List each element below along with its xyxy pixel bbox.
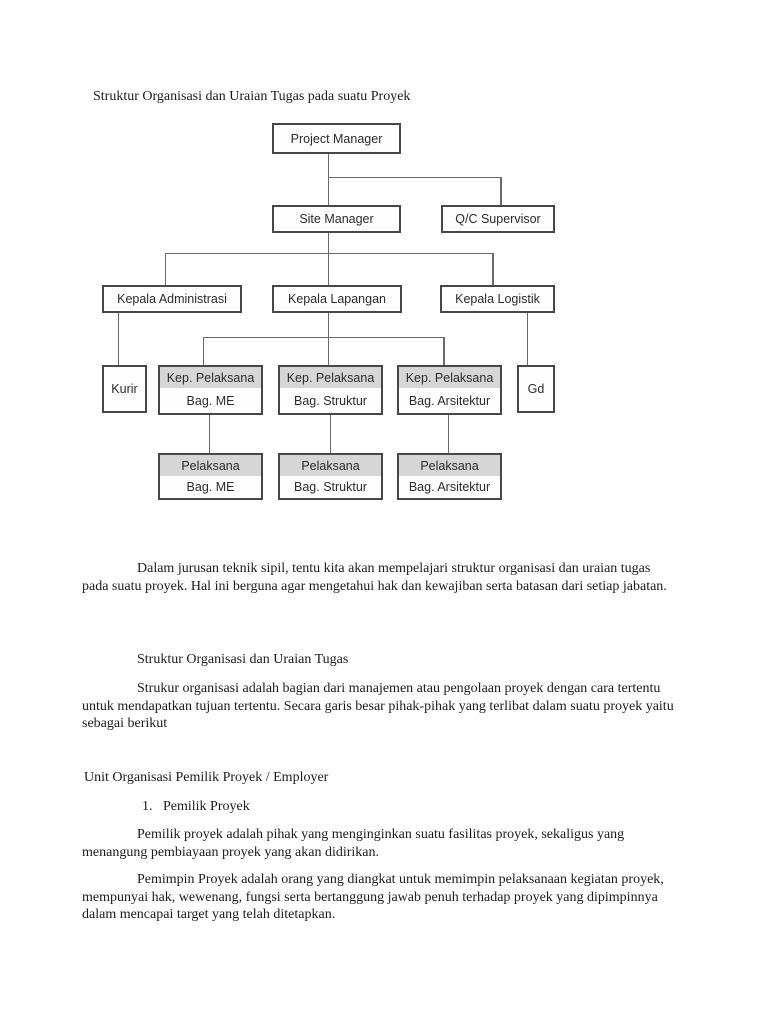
org-node-project-manager: Project Manager bbox=[272, 123, 401, 154]
org-node-pelaksana-arsitektur: Pelaksana Bag. Arsitektur bbox=[397, 453, 502, 500]
paragraph-definition: Strukur organisasi adalah bagian dari ma… bbox=[82, 681, 674, 731]
connector-line bbox=[164, 252, 494, 254]
connector-line bbox=[329, 414, 331, 453]
org-node-dept: Bag. Struktur bbox=[294, 480, 367, 494]
connector-line bbox=[443, 336, 445, 366]
org-node-label: Q/C Supervisor bbox=[455, 212, 541, 226]
paragraph-intro: Dalam jurusan teknik sipil, tentu kita a… bbox=[82, 561, 667, 594]
connector-line bbox=[117, 312, 119, 365]
org-node-label: Kepala Administrasi bbox=[117, 292, 227, 306]
org-node-pelaksana-struktur: Pelaksana Bag. Struktur bbox=[278, 453, 383, 500]
org-node-dept: Bag. Arsitektur bbox=[408, 393, 491, 408]
org-node-kepala-logistik: Kepala Logistik bbox=[440, 285, 555, 313]
connector-line bbox=[327, 252, 329, 286]
document-title: Struktur Organisasi dan Uraian Tugas pad… bbox=[93, 89, 411, 104]
paragraph-pemimpin-proyek: Pemimpin Proyek adalah orang yang diangk… bbox=[82, 872, 664, 922]
org-node-dept: Bag. ME bbox=[186, 393, 235, 408]
org-chart: Project Manager Site Manager Q/C Supervi… bbox=[102, 123, 555, 500]
org-node-qc-supervisor: Q/C Supervisor bbox=[441, 205, 555, 233]
org-node-title: Kep. Pelaksana bbox=[160, 367, 261, 388]
org-node-kep-pelaksana-struktur: Kep. Pelaksana Bag. Struktur bbox=[278, 365, 383, 415]
connector-line bbox=[327, 312, 329, 337]
connector-line bbox=[202, 336, 445, 338]
org-node-label: Kepala Lapangan bbox=[287, 292, 386, 306]
list-item-pemilik-proyek: 1. Pemilik Proyek bbox=[142, 798, 250, 816]
org-node-title: Kep. Pelaksana bbox=[399, 367, 500, 388]
org-node-kepala-administrasi: Kepala Administrasi bbox=[102, 285, 242, 313]
org-node-kep-pelaksana-me: Kep. Pelaksana Bag. ME bbox=[158, 365, 263, 415]
org-node-label: Site Manager bbox=[299, 212, 374, 226]
org-node-kurir: Kurir bbox=[102, 365, 147, 413]
org-node-label: Project Manager bbox=[290, 131, 383, 146]
org-node-label: Kurir bbox=[111, 382, 138, 396]
org-node-dept: Bag. ME bbox=[186, 480, 235, 494]
connector-line bbox=[492, 252, 494, 286]
list-item-label: Pemilik Proyek bbox=[163, 799, 250, 814]
connector-line bbox=[327, 232, 329, 253]
org-node-pelaksana-me: Pelaksana Bag. ME bbox=[158, 453, 263, 500]
org-node-label: Gd bbox=[527, 382, 545, 396]
connector-line bbox=[164, 252, 166, 286]
list-item-number: 1. bbox=[142, 799, 153, 814]
org-node-title: Kep. Pelaksana bbox=[280, 367, 381, 388]
connector-line bbox=[327, 153, 329, 205]
connector-line bbox=[447, 414, 449, 453]
paragraph-pemilik-proyek: Pemilik proyek adalah pihak yang menging… bbox=[82, 827, 625, 860]
org-node-dept: Bag. Arsitektur bbox=[408, 480, 491, 494]
connector-line bbox=[202, 336, 204, 366]
section-heading-struktur-organisasi: Struktur Organisasi dan Uraian Tugas bbox=[137, 652, 349, 667]
org-node-title: Pelaksana bbox=[160, 455, 261, 476]
org-node-dept: Bag. Struktur bbox=[294, 393, 367, 408]
org-node-gd: Gd bbox=[517, 365, 555, 413]
connector-line bbox=[500, 176, 502, 206]
org-node-title: Pelaksana bbox=[399, 455, 500, 476]
connector-line bbox=[327, 176, 502, 178]
org-node-label: Kepala Logistik bbox=[455, 292, 540, 306]
org-node-title: Pelaksana bbox=[280, 455, 381, 476]
connector-line bbox=[526, 312, 528, 365]
connector-line bbox=[208, 414, 210, 453]
org-node-site-manager: Site Manager bbox=[272, 205, 401, 233]
org-node-kep-pelaksana-arsitektur: Kep. Pelaksana Bag. Arsitektur bbox=[397, 365, 502, 415]
org-node-kepala-lapangan: Kepala Lapangan bbox=[272, 285, 402, 313]
section-heading-unit-organisasi: Unit Organisasi Pemilik Proyek / Employe… bbox=[84, 770, 329, 785]
connector-line bbox=[327, 336, 329, 366]
